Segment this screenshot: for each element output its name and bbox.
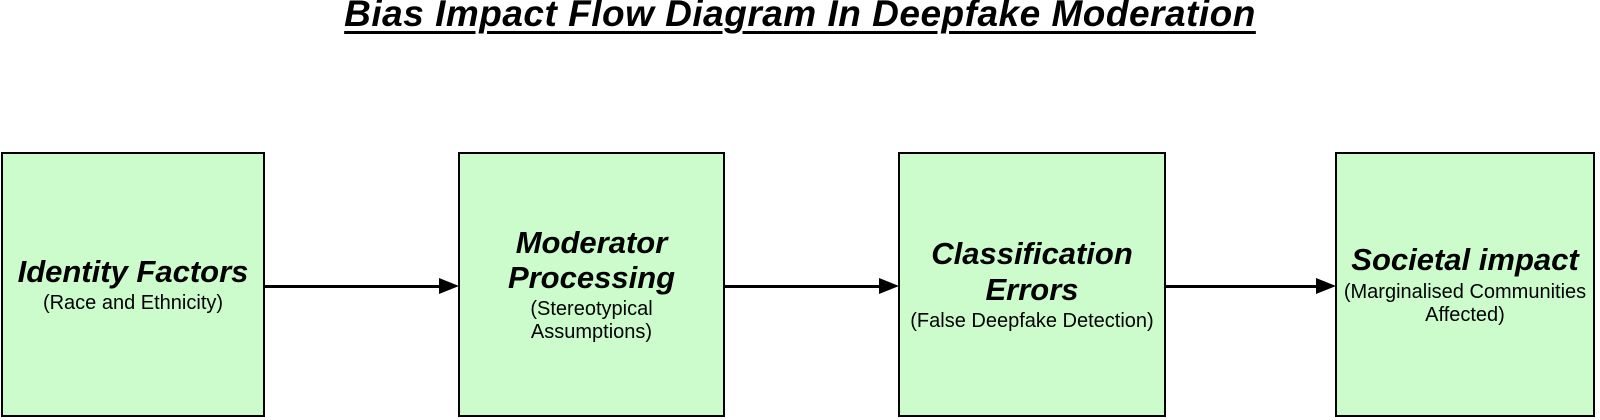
node-sublabel: (Stereotypical Assumptions) — [530, 298, 653, 344]
node-label: Moderator Processing — [507, 224, 676, 295]
diagram-title: Bias Impact Flow Diagram In Deepfake Mod… — [344, 0, 1256, 34]
node-moderator-processing: Moderator Processing (Stereotypical Assu… — [458, 152, 725, 417]
flow-arrow-3 — [1166, 270, 1336, 302]
node-sublabel: (Marginalised Communities Affected) — [1343, 280, 1587, 326]
node-label: Identity Factors — [17, 253, 249, 289]
node-classification-errors: Classification Errors (False Deepfake De… — [898, 152, 1166, 417]
arrowhead-icon — [1316, 278, 1336, 294]
node-label: Classification Errors — [931, 236, 1133, 307]
node-label: Societal impact — [1351, 242, 1579, 278]
node-sublabel: (Race and Ethnicity) — [42, 292, 224, 314]
node-sublabel: (False Deepfake Detection) — [910, 309, 1154, 332]
arrowhead-icon — [439, 278, 459, 294]
arrow-line — [1166, 285, 1321, 288]
flow-arrow-1 — [265, 270, 459, 302]
flow-arrow-2 — [725, 270, 899, 302]
arrow-line — [725, 285, 884, 288]
arrow-line — [265, 285, 444, 288]
arrowhead-icon — [879, 278, 899, 294]
node-societal-impact: Societal impact (Marginalised Communitie… — [1335, 152, 1595, 417]
node-identity-factors: Identity Factors (Race and Ethnicity) — [1, 152, 265, 417]
